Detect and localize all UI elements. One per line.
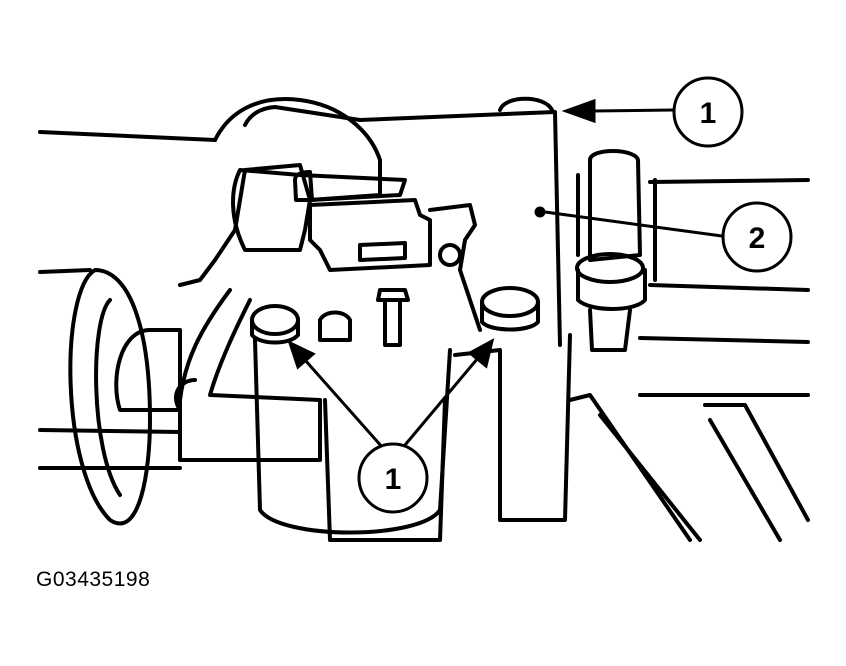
- pump-window: [358, 241, 407, 262]
- callout-label-2: 2: [749, 222, 766, 255]
- callout-circle-top: [672, 76, 744, 148]
- right-rail-1: [568, 393, 692, 542]
- right-post-lower: [576, 268, 647, 311]
- pulley-inner: [94, 298, 122, 497]
- figure-code: G03435198: [36, 568, 151, 591]
- pump-bracket: [428, 203, 482, 332]
- left-tube: [178, 288, 322, 462]
- arrow-top-1: [561, 98, 596, 124]
- housing-lip: [358, 110, 562, 347]
- frame-line-mid-right: [648, 283, 810, 292]
- bracket-bolt: [438, 243, 462, 267]
- small-fitting: [318, 310, 352, 342]
- pump-top-plate: [308, 198, 432, 272]
- leader-bottom-right: [403, 357, 480, 446]
- callout-circle-bottom: [357, 442, 429, 514]
- frame-line-lower-left: [38, 428, 182, 434]
- housing-flange: [243, 105, 362, 127]
- arrow-bottom-left: [287, 340, 316, 370]
- right-post-cap: [575, 252, 645, 284]
- cylinder-base: [323, 398, 447, 542]
- right-post: [588, 149, 642, 262]
- leader-bottom-left: [303, 359, 385, 449]
- callout-label-bottom: 1: [385, 463, 402, 496]
- right-cap-side: [480, 300, 540, 332]
- connector-tab: [293, 170, 314, 202]
- frame-line-mid-left: [38, 268, 92, 274]
- leader-2: [544, 210, 723, 238]
- callout-circle-2: [721, 201, 793, 273]
- cylinder-body: [253, 338, 452, 535]
- upper-housing: [178, 97, 382, 287]
- left-cap: [250, 304, 300, 336]
- frame-line-upper-left: [38, 130, 217, 142]
- pulley-hub: [114, 328, 182, 412]
- left-cap-side: [250, 318, 300, 345]
- engine-component-diagram: 1 2 1: [38, 76, 810, 542]
- right-rail-4: [708, 418, 782, 542]
- right-rail-2: [598, 413, 702, 542]
- right-cap: [480, 286, 540, 318]
- pulley-outline: [68, 268, 152, 526]
- arrow-dot-2: [534, 206, 546, 218]
- left-tube-edge: [174, 378, 197, 412]
- right-post-stem: [588, 308, 632, 352]
- callout-label-top: 1: [700, 97, 717, 130]
- frame-line-upper-right: [648, 178, 810, 184]
- leader-top-1: [591, 108, 674, 113]
- center-bolt: [376, 288, 410, 347]
- frame-line-lower-right: [638, 336, 810, 344]
- connector-body: [231, 168, 407, 252]
- right-rail-3: [703, 403, 810, 522]
- arrow-bottom-right: [467, 338, 495, 369]
- top-cap: [498, 96, 554, 112]
